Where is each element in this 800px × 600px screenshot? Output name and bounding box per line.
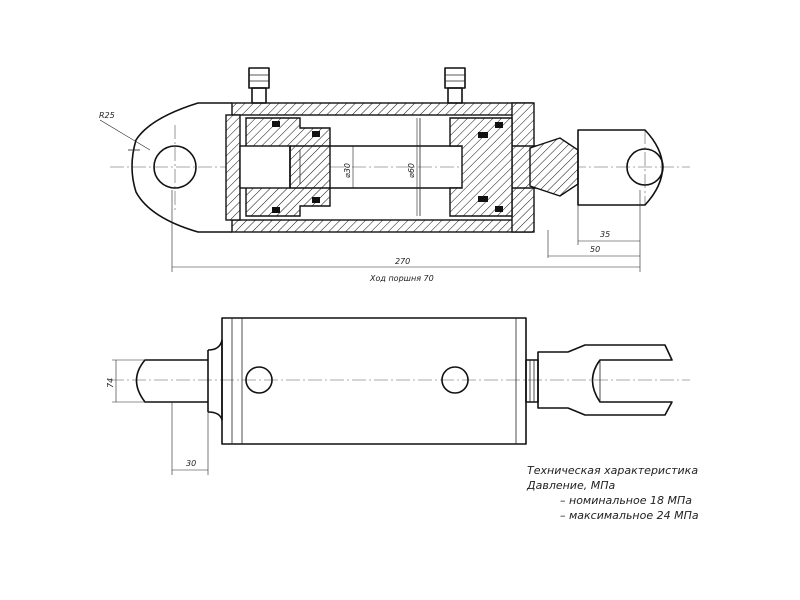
tech-spec: Техническая характеристика Давление, МПа… <box>526 464 699 522</box>
dim-rod-diameter: ⌀30 <box>343 163 352 178</box>
section-view <box>110 67 690 233</box>
tube-wall-bottom <box>231 219 533 233</box>
port-left <box>248 67 270 104</box>
port-hole-right <box>441 366 469 394</box>
dim-clevis-50: 50 <box>590 245 600 254</box>
rear-tongue <box>135 359 208 403</box>
tube-wall-top <box>231 102 533 116</box>
rod-coupling <box>529 137 579 197</box>
port-right <box>444 67 466 104</box>
dims-bottom: 74 30 <box>106 359 209 475</box>
dim-eye-width: 74 <box>106 378 115 388</box>
dim-mount-30: 30 <box>186 459 196 468</box>
port-hole-left <box>245 366 273 394</box>
tech-spec-pressure: Давление, МПа <box>526 479 615 492</box>
cylinder-body <box>221 317 527 445</box>
dim-r25: R25 <box>99 111 115 120</box>
rod-clevis <box>537 344 673 416</box>
rod-gland <box>449 117 513 217</box>
dim-clevis-35: 35 <box>600 230 610 239</box>
rear-eye-bore <box>153 145 197 189</box>
front-eye <box>577 129 664 206</box>
dims-top: R25 ⌀30 ⌀60 270 Ход поршня 70 35 50 <box>99 111 641 283</box>
front-eye-bore <box>626 148 664 186</box>
rear-eye <box>131 102 232 233</box>
tech-spec-maximum: – максимальное 24 МПа <box>560 509 699 522</box>
tech-spec-nominal: – номинальное 18 МПа <box>560 494 692 507</box>
tech-spec-title: Техническая характеристика <box>527 464 698 477</box>
plan-view <box>110 317 690 445</box>
dim-overall-length: 270 <box>395 257 410 266</box>
dim-bore-diameter: ⌀60 <box>407 163 416 178</box>
stroke-label: Ход поршня 70 <box>369 274 434 283</box>
